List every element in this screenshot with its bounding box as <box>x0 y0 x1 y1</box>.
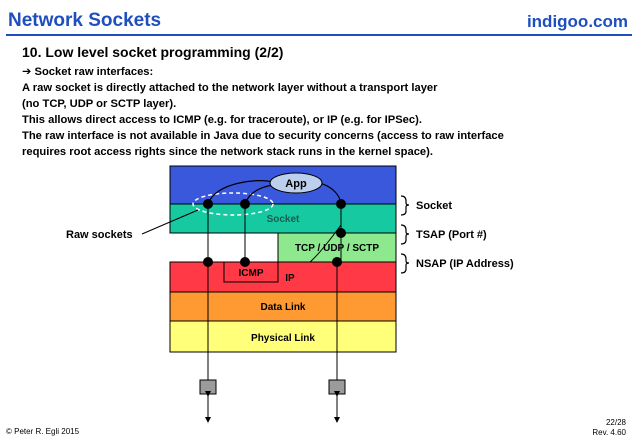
body-line-1: A raw socket is directly attached to the… <box>22 82 438 94</box>
raw-sockets-label: Raw sockets <box>66 229 133 241</box>
page-number: 22/28 <box>605 418 626 427</box>
footer-copyright: © Peter R. Egli 2015 <box>6 427 80 436</box>
transport-to-ip-curve <box>309 224 342 263</box>
socket-brace <box>400 195 410 216</box>
arrow-right-icon: ➔ <box>22 65 32 78</box>
body-line-5: requires root access rights since the ne… <box>22 146 433 158</box>
body-text: ➔ Socket raw interfaces: A raw socket is… <box>22 64 622 160</box>
footer-page-info: 22/28 Rev. 4.60 <box>592 418 626 438</box>
nsap-side-label: NSAP (IP Address) <box>416 258 514 270</box>
header-divider <box>6 34 632 36</box>
body-line-3: This allows direct access to ICMP (e.g. … <box>22 114 422 126</box>
connector-right <box>328 379 346 395</box>
icmp-box <box>223 261 279 283</box>
transport-socket-dot <box>336 199 346 209</box>
raw-socket-dot-left <box>203 199 213 209</box>
datalink-layer-label: Data Link <box>260 302 305 313</box>
page-title: Network Sockets <box>8 10 162 31</box>
body-line-2: (no TCP, UDP or SCTP layer). <box>22 98 177 110</box>
nsap-dot-right <box>332 257 342 267</box>
tsap-dot <box>336 228 346 238</box>
app-label: App <box>285 178 307 190</box>
bullet-line: ➔ Socket raw interfaces: <box>22 64 622 80</box>
icmp-label: ICMP <box>239 268 264 279</box>
physical-layer-label: Physical Link <box>251 333 315 344</box>
raw-sockets-dashed-oval <box>192 192 274 216</box>
app-oval <box>269 172 323 194</box>
socket-layer-label: Socket <box>267 214 300 225</box>
raw-socket-dot-middle <box>240 199 250 209</box>
raw-sockets-pointer <box>141 209 199 235</box>
nsap-brace <box>400 253 410 274</box>
section-title: 10. Low level socket programming (2/2) <box>22 44 284 60</box>
brand-logo-text: indigoo.com <box>526 12 628 31</box>
socket-side-label: Socket <box>416 200 452 212</box>
bullet-label: Socket raw interfaces: <box>34 66 154 78</box>
nsap-dot-middle <box>240 257 250 267</box>
ip-layer-label: IP <box>285 273 295 284</box>
ip-layer <box>169 261 397 293</box>
app-connection-left <box>207 180 273 205</box>
nsap-dot-left <box>203 257 213 267</box>
transport-layer-label: TCP / UDP / SCTP <box>295 243 379 254</box>
connector-left <box>199 379 217 395</box>
revision: Rev. 4.60 <box>592 428 626 437</box>
tsap-brace <box>400 224 410 245</box>
body-line-4: The raw interface is not available in Ja… <box>22 130 504 142</box>
tsap-side-label: TSAP (Port #) <box>416 229 487 241</box>
